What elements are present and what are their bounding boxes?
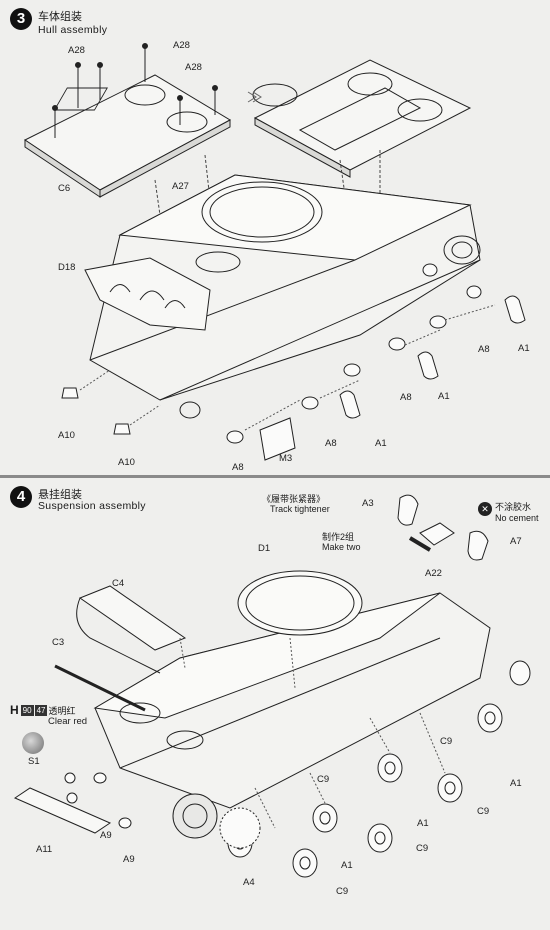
- part-label: A28: [185, 62, 202, 73]
- part-label: A1: [417, 818, 429, 829]
- part-label: C9: [416, 843, 429, 854]
- part-label: D18: [58, 262, 76, 273]
- step4-number: 4: [10, 486, 32, 508]
- paint-swatch: [22, 732, 44, 754]
- paint-code: H 90 47 透明红: [10, 703, 76, 717]
- part-label: A28: [173, 40, 190, 51]
- part-label: A22: [425, 568, 442, 579]
- step3-number: 3: [10, 8, 32, 30]
- part-label: C9: [440, 736, 453, 747]
- panel-divider: [0, 475, 550, 478]
- part-label: A8: [232, 462, 244, 473]
- part-label: A28: [68, 45, 85, 56]
- part-label: A8: [325, 438, 337, 449]
- no-cement-note: ✕ 不涂胶水 No cement: [478, 502, 539, 524]
- hull-assembly-drawing: [24, 43, 526, 461]
- part-label: D1: [258, 543, 271, 554]
- part-label: C6: [58, 183, 71, 194]
- step3-title-zh: 车体组装: [38, 11, 82, 23]
- make-two-en: Make two: [322, 542, 361, 552]
- step4-panel: 4 悬挂组装 Suspension assembly 《履带张紧器》 Track…: [0, 478, 550, 930]
- track-tightener-zh: 《履带张紧器》: [262, 494, 326, 504]
- part-label: A1: [518, 343, 530, 354]
- no-cement-en: No cement: [495, 513, 539, 523]
- part-label: A7: [510, 536, 522, 547]
- paint-code-num2: 47: [34, 704, 48, 716]
- paint-code-num1: 90: [20, 704, 34, 716]
- track-tightener-en: Track tightener: [270, 504, 330, 514]
- step4-title-zh: 悬挂组装: [38, 489, 82, 501]
- make-two-zh: 制作2组: [322, 532, 355, 542]
- suspension-assembly-drawing: [13, 494, 531, 878]
- step3-panel: 3 车体组装 Hull assembly: [10, 8, 530, 473]
- paint-name-zh: 透明红: [48, 705, 76, 716]
- part-label: C9: [336, 886, 349, 897]
- step4-title-en: Suspension assembly: [38, 500, 146, 512]
- part-label: A9: [100, 830, 112, 841]
- part-label: A10: [58, 430, 75, 441]
- part-label: C9: [317, 774, 330, 785]
- part-label: A27: [172, 181, 189, 192]
- paint-code-letter: H: [10, 703, 19, 717]
- part-label: A1: [375, 438, 387, 449]
- part-label: A3: [362, 498, 374, 509]
- part-label: C4: [112, 578, 125, 589]
- part-label: M3: [279, 453, 293, 464]
- part-label: A1: [438, 391, 450, 402]
- paint-name-en: Clear red: [48, 716, 88, 727]
- no-cement-zh: 不涂胶水: [495, 502, 532, 512]
- part-label: A4: [243, 877, 255, 888]
- part-label: A8: [478, 344, 490, 355]
- part-label: A9: [123, 854, 135, 865]
- part-label: C3: [52, 637, 65, 648]
- part-label: C9: [477, 806, 490, 817]
- part-label: A11: [36, 844, 53, 855]
- step3-title-en: Hull assembly: [38, 24, 108, 36]
- part-label: A10: [118, 457, 135, 468]
- no-cement-icon: ✕: [478, 502, 492, 516]
- part-label: S1: [28, 756, 40, 767]
- part-label: A8: [400, 392, 412, 403]
- part-label: A1: [510, 778, 522, 789]
- part-label: A1: [341, 860, 353, 871]
